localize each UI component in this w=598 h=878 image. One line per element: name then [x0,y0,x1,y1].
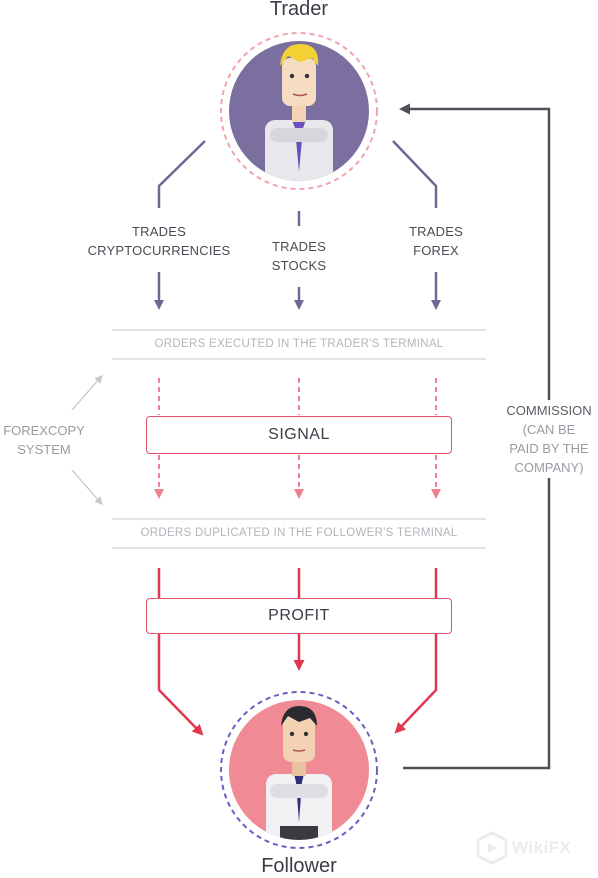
signal-box: SIGNAL [146,416,452,454]
trade-label-line: FOREX [413,243,459,258]
commission-line: (CAN BE [522,422,576,437]
commission-line: COMMISSION [506,403,592,418]
trade-label-line: CRYPTOCURRENCIES [87,243,231,258]
commission-label-backdrop [497,400,598,478]
follower-title: Follower [261,855,337,877]
trade-label-line: TRADES [409,224,463,239]
profit-arrows [157,568,438,736]
follower-avatar [220,691,378,849]
watermark-logo-icon [476,831,508,865]
commission-line: PAID BY THE [509,441,589,456]
trade-arrows [154,211,441,310]
signal-arrows [154,378,441,499]
executed-band-lines [112,329,486,360]
commission-label: COMMISSION (CAN BE PAID BY THE COMPANY) [497,401,598,477]
trade-label-line: STOCKS [271,258,327,273]
duplicated-band-lines [112,518,486,549]
system-label-line: FOREXCOPY [3,423,85,438]
trade-label-forex: TRADES FOREX [386,222,486,260]
trade-label-stocks: TRADES STOCKS [249,237,349,275]
executed-orders-band: ORDERS EXECUTED IN THE TRADER'S TERMINAL [154,338,444,350]
system-arrows [71,374,103,506]
duplicated-orders-band: ORDERS DUPLICATED IN THE FOLLOWER'S TERM… [140,527,458,539]
trader-split-connectors [157,140,438,208]
watermark-text: WikiFX [512,838,572,857]
trader-title: Trader [269,0,329,20]
forexcopy-system-label: FOREXCOPY SYSTEM [0,421,90,459]
trader-avatar [220,32,378,190]
commission-line: COMPANY) [514,460,584,475]
trade-label-cryptocurrencies: TRADES CRYPTOCURRENCIES [79,222,239,260]
trade-label-line: TRADES [132,224,186,239]
profit-box: PROFIT [146,598,452,634]
trade-label-line: TRADES [272,239,326,254]
system-label-line: SYSTEM [17,442,71,457]
